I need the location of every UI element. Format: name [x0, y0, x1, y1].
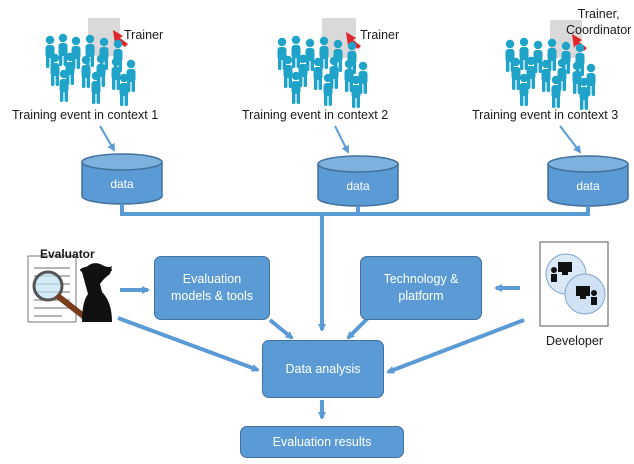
event-caption-1: Training event in context 1: [12, 108, 159, 122]
evaluator-icon: [27, 255, 112, 323]
arrow-models-to-analysis: [268, 318, 294, 340]
arrow-event1-to-data: [99, 125, 116, 152]
technology-platform-label: Technology & platform: [383, 272, 459, 303]
trainer-pointer-2: [346, 32, 361, 49]
data-analysis-label: Data analysis: [285, 361, 361, 376]
data-store-3-label: data: [576, 179, 600, 193]
trainer-pointer-1: [113, 30, 128, 47]
trainer-label-2: Trainer: [360, 28, 400, 42]
event-caption-2: Training event in context 2: [242, 108, 389, 122]
trainee-crowd-3: [505, 20, 596, 110]
evaluator-label: Evaluator: [40, 247, 95, 261]
arrow-technology-to-analysis: [346, 316, 370, 340]
arrow-event2-to-data: [334, 125, 349, 154]
arrow-event3-to-data: [559, 125, 582, 154]
arrow-developer-to-analysis: [386, 318, 525, 374]
event-caption-3: Training event in context 3: [472, 108, 619, 122]
arrow-evaluator-to-analysis: [117, 316, 260, 372]
data-store-1-label: data: [110, 177, 134, 191]
developer-icon: [539, 241, 609, 327]
evaluation-models-label: Evaluation models & tools: [171, 272, 253, 303]
data-store-2-label: data: [346, 179, 370, 193]
trainer-label-1: Trainer: [124, 28, 164, 42]
data-store-1: [81, 153, 163, 205]
trainer-label-3: Trainer, Coordinator: [566, 7, 632, 38]
developer-label: Developer: [546, 334, 603, 348]
evaluation-results-box: Evaluation results: [240, 426, 404, 458]
trainee-crowd-1: [45, 18, 136, 106]
trainee-crowd-2: [277, 18, 368, 108]
technology-platform-box: Technology & platform: [360, 256, 482, 320]
data-analysis-box: Data analysis: [262, 340, 384, 398]
data-collector-bus: [120, 204, 590, 216]
evaluation-models-box: Evaluation models & tools: [154, 256, 270, 320]
data-store-3: [547, 155, 629, 207]
evaluation-results-label: Evaluation results: [272, 434, 372, 449]
